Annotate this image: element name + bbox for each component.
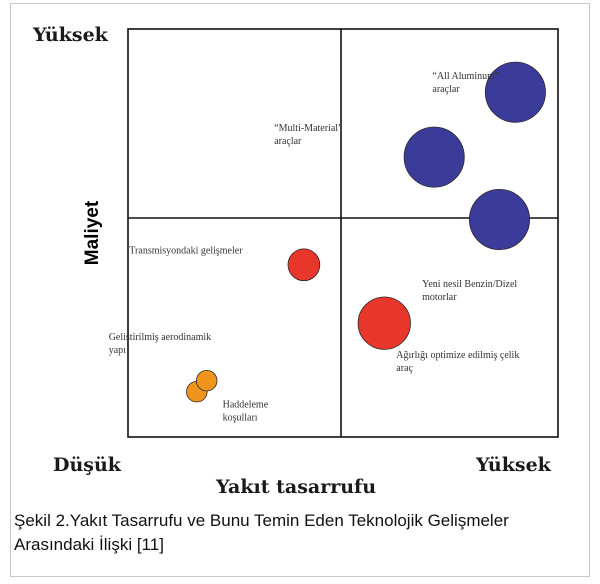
- annotation-2: “Multi-Material”araçlar: [274, 123, 342, 147]
- y-tick-high: Yüksek: [32, 24, 109, 46]
- data-point-6: [403, 126, 465, 188]
- plot-area: [127, 28, 559, 438]
- data-point-2: [195, 370, 218, 392]
- data-point-4: [357, 296, 411, 350]
- plot-border: [127, 28, 559, 438]
- data-point-5: [468, 188, 530, 250]
- x-tick-high: Yüksek: [475, 454, 552, 476]
- y-axis-label: Maliyet: [82, 200, 103, 265]
- data-point-7: [484, 61, 546, 123]
- annotation-3: Transmisyondaki gelişmeler: [129, 245, 243, 256]
- figure-caption: Şekil 2.Yakıt Tasarrufu ve Bunu Temin Ed…: [14, 511, 509, 554]
- data-point-3: [287, 248, 321, 282]
- annotation-1: “All Aluminum”araçlar: [432, 71, 499, 95]
- x-tick-low: Düşük: [53, 454, 122, 476]
- x-axis-label: Yakıt tasarrufu: [215, 476, 376, 498]
- chart: “All Aluminum”araçlar “Multi-Material”ara…: [32, 24, 559, 498]
- annotations: “All Aluminum”araçlar “Multi-Material”ara…: [109, 71, 520, 423]
- data-points: [186, 61, 546, 403]
